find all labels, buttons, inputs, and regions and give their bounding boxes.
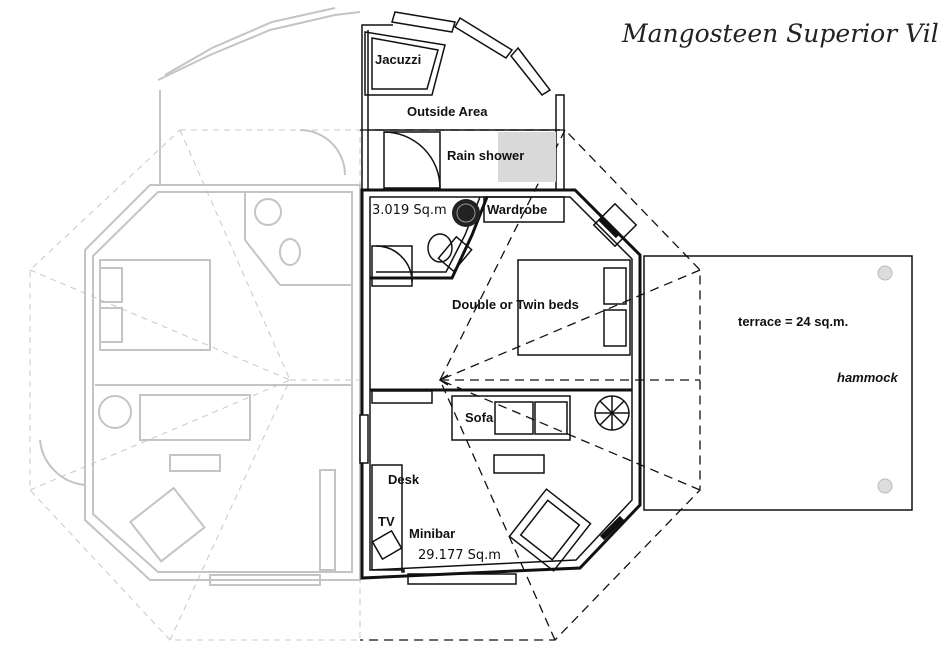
ghost-mirror-unit xyxy=(29,7,361,641)
label-hammock: hammock xyxy=(837,370,898,385)
area-living: 29.177 Sq.m xyxy=(418,548,501,563)
plan-title: Mangosteen Superior Villa xyxy=(621,19,940,48)
terrace xyxy=(643,255,913,511)
label-jacuzzi: Jacuzzi xyxy=(375,52,421,67)
label-terrace: terrace = 24 sq.m. xyxy=(738,314,848,329)
label-minibar: Minibar xyxy=(409,526,455,541)
label-sofa: Sofa xyxy=(465,410,494,425)
outside-area xyxy=(361,11,565,191)
labels: Mangosteen Superior Villa Jacuzzi Outsid… xyxy=(372,19,940,563)
armchair xyxy=(508,488,592,572)
coffee-table xyxy=(493,454,545,474)
label-outside-area: Outside Area xyxy=(407,104,488,119)
label-desk: Desk xyxy=(388,472,420,487)
furniture xyxy=(371,259,631,572)
label-tv: TV xyxy=(378,514,395,529)
label-wardrobe: Wardrobe xyxy=(487,202,547,217)
sofa xyxy=(451,395,571,441)
label-rain-shower: Rain shower xyxy=(447,148,524,163)
label-beds: Double or Twin beds xyxy=(452,297,579,312)
area-bathroom: 3.019 Sq.m xyxy=(372,203,447,218)
bed xyxy=(517,259,631,356)
unit-walls xyxy=(359,188,642,585)
